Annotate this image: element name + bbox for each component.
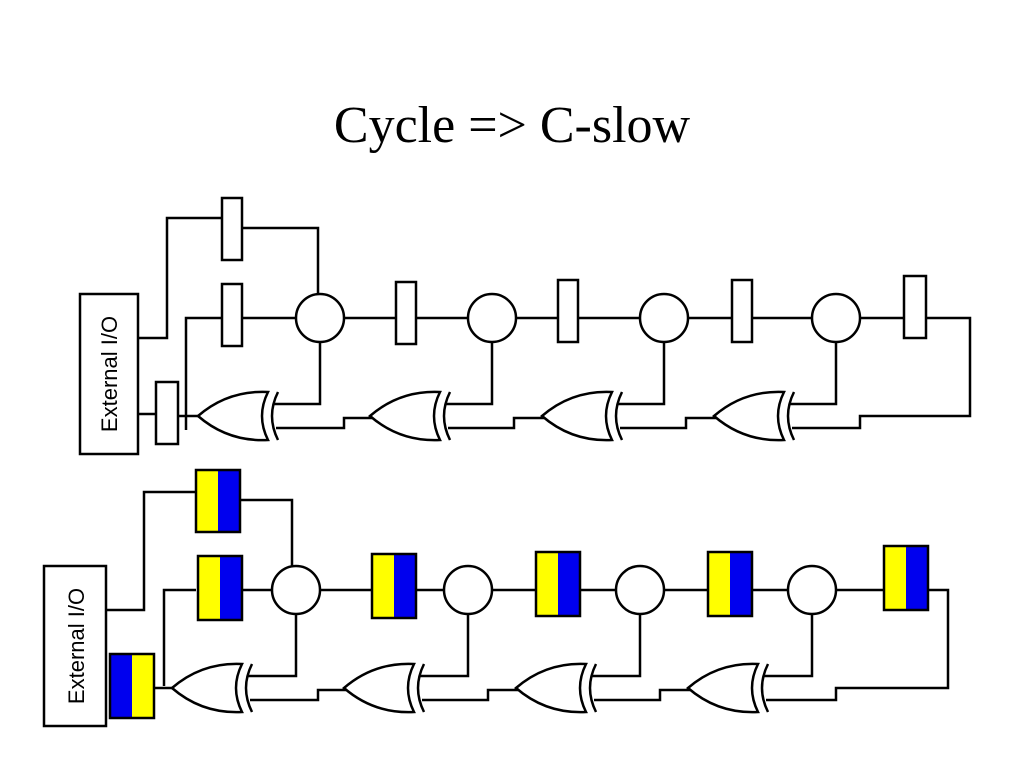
bottom-node-2 <box>442 564 494 616</box>
bottom-node-1 <box>270 564 322 616</box>
top-node-4 <box>810 292 862 344</box>
bottom-circuit: External I/O <box>42 468 950 728</box>
bottom-xor-gate-3 <box>514 662 598 714</box>
bottom-xor-gate-1 <box>170 662 254 714</box>
top-xor-gate-3 <box>540 390 624 442</box>
top-register-feedback <box>220 196 244 262</box>
bottom-xor-gates <box>170 662 770 714</box>
top-node-2 <box>466 292 518 344</box>
top-node-3 <box>638 292 690 344</box>
top-nodes <box>294 292 862 344</box>
slide-title: Cycle => C-slow <box>333 97 691 154</box>
top-xor-gate-4 <box>712 390 796 442</box>
top-register-5 <box>902 274 928 340</box>
bottom-external-io-label: External I/O <box>64 588 89 704</box>
bottom-nodes <box>270 564 838 616</box>
top-wires <box>138 216 972 430</box>
bottom-register-2 <box>370 552 418 620</box>
top-circuit: External I/O <box>78 196 972 456</box>
bottom-register-1 <box>196 554 244 622</box>
top-xor-gate-1 <box>196 390 280 442</box>
top-registers <box>154 196 928 446</box>
bottom-register-4 <box>706 550 754 618</box>
bottom-register-feedback <box>194 468 242 534</box>
top-external-io-label: External I/O <box>97 316 122 432</box>
bottom-node-4 <box>786 564 838 616</box>
top-register-4 <box>730 278 754 344</box>
bottom-node-3 <box>614 564 666 616</box>
bottom-register-io <box>108 652 156 720</box>
top-register-3 <box>556 278 580 344</box>
bottom-wires <box>106 490 950 702</box>
top-xor-gate-2 <box>368 390 452 442</box>
top-external-io-block: External I/O <box>78 292 140 456</box>
top-xor-gates <box>196 390 796 442</box>
top-register-io <box>154 380 180 446</box>
bottom-register-3 <box>534 550 582 618</box>
top-register-1 <box>220 282 244 348</box>
bottom-external-io-block: External I/O <box>42 564 108 728</box>
top-node-1 <box>294 292 346 344</box>
bottom-register-5 <box>882 544 930 612</box>
bottom-xor-gate-2 <box>342 662 426 714</box>
bottom-xor-gate-4 <box>686 662 770 714</box>
top-register-2 <box>394 280 418 346</box>
bottom-registers <box>108 468 930 720</box>
